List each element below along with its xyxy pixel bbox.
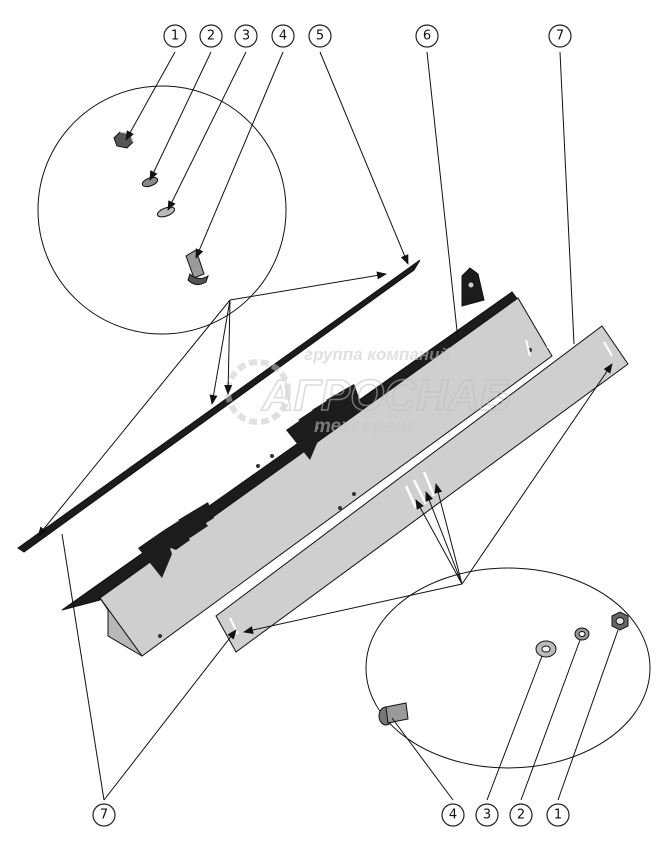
svg-text:4: 4 [279, 29, 287, 44]
svg-text:5: 5 [316, 29, 324, 44]
callout-4-bottom: 4 [441, 803, 465, 827]
callout-3-top: 3 [234, 24, 258, 48]
detail-view-bottom [365, 567, 651, 769]
svg-text:6: 6 [423, 29, 431, 44]
callouts-bottom: 7 4 3 2 1 [92, 803, 570, 827]
flat-washer-part-bottom [535, 640, 557, 658]
tines-left [138, 502, 214, 578]
callout-4-top: 4 [271, 24, 295, 48]
svg-text:3: 3 [242, 29, 250, 44]
bolt-part-top [185, 249, 209, 286]
callout-1-bottom: 1 [546, 803, 570, 827]
svg-text:3: 3 [483, 808, 491, 823]
watermark-line3: техсервис [314, 416, 418, 437]
callout-5-top: 5 [308, 24, 332, 48]
svg-text:7: 7 [100, 808, 108, 823]
svg-text:1: 1 [554, 808, 562, 823]
leader-lines [37, 51, 619, 801]
watermark: группа компаний АГРОСНАБ техсервис [225, 345, 512, 437]
callout-1-top: 1 [163, 24, 187, 48]
strip-part-5 [17, 259, 421, 553]
spring-washer-part-top [141, 176, 159, 188]
svg-text:2: 2 [517, 808, 525, 823]
callout-7-top: 7 [548, 24, 572, 48]
callout-7-bottom: 7 [92, 803, 116, 827]
callout-2-bottom: 2 [509, 803, 533, 827]
svg-text:4: 4 [449, 808, 457, 823]
svg-text:7: 7 [556, 29, 564, 44]
bolt-part-bottom [378, 702, 409, 726]
callout-2-top: 2 [199, 24, 223, 48]
nut-part-top [113, 131, 134, 149]
flat-washer-part-top [156, 206, 176, 218]
nut-part-bottom [611, 611, 629, 631]
tines-right [286, 384, 360, 460]
plate-part-7 [215, 325, 629, 653]
spring-washer-part-bottom [574, 627, 590, 641]
svg-text:1: 1 [171, 29, 179, 44]
callout-3-bottom: 3 [475, 803, 499, 827]
watermark-line2: АГРОСНАБ [261, 371, 511, 420]
callout-6-top: 6 [415, 24, 439, 48]
watermark-line1: группа компаний [304, 345, 450, 364]
svg-text:2: 2 [207, 29, 215, 44]
callouts-top: 1 2 3 4 5 6 7 [163, 24, 572, 48]
frame-part-6 [61, 267, 553, 657]
